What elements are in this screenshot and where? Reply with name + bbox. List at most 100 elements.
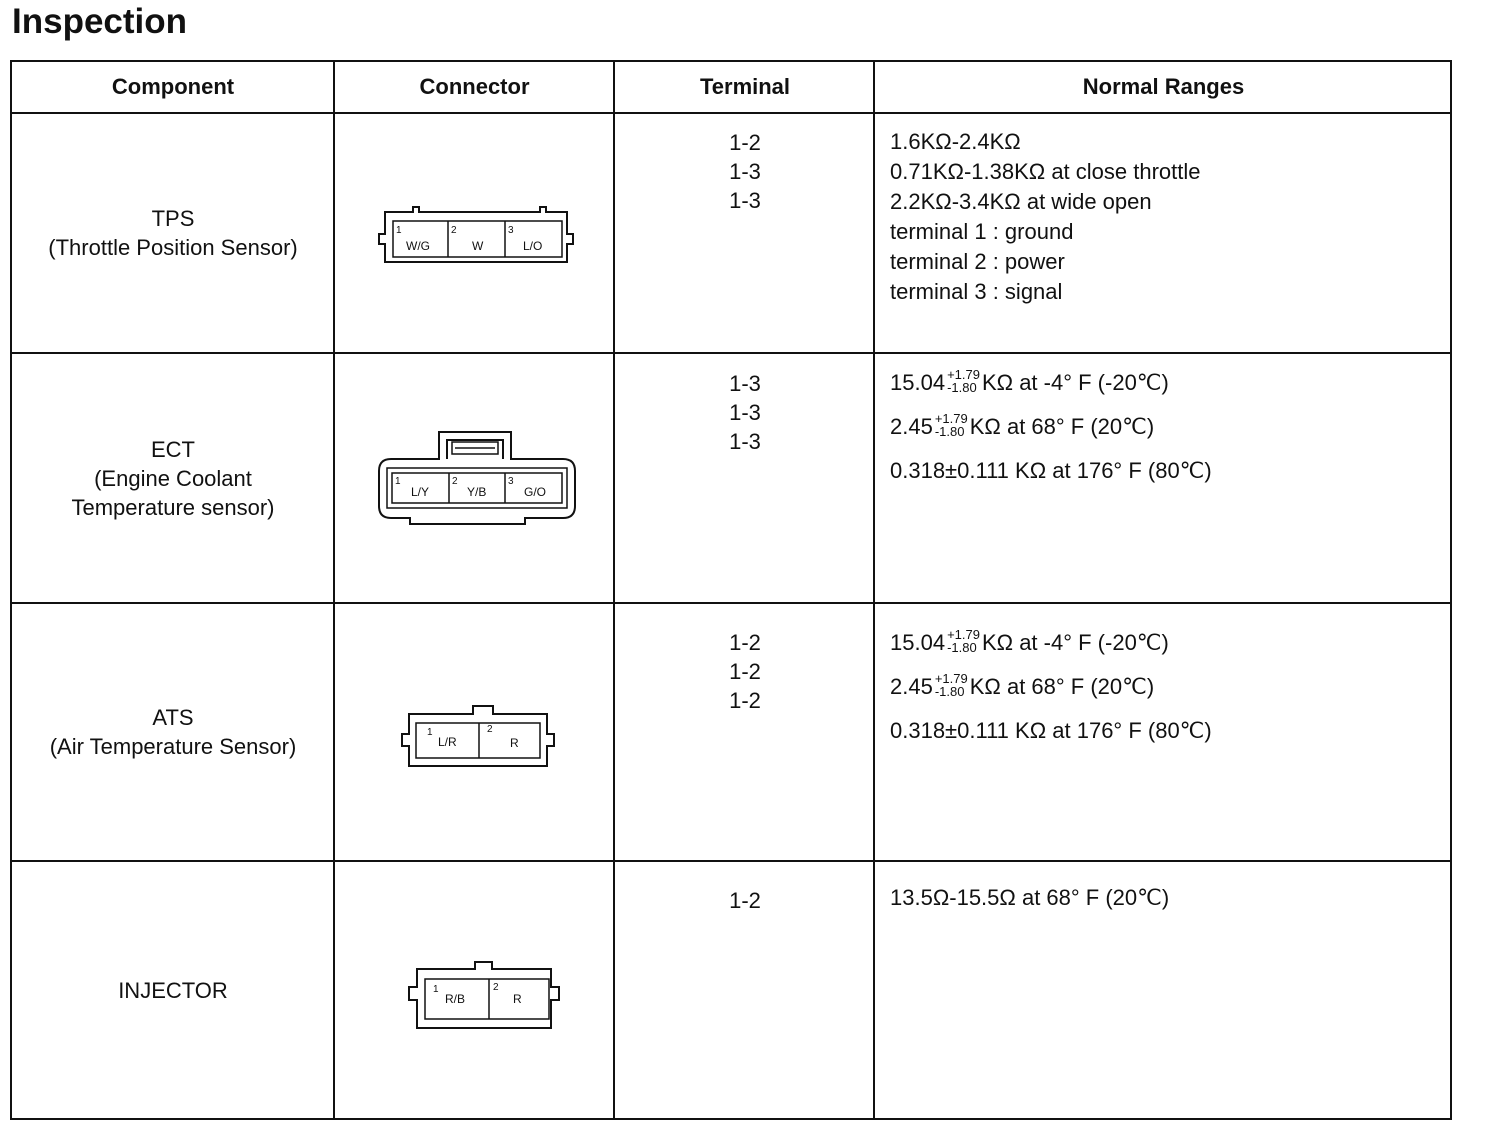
pin-number: 2 xyxy=(452,476,458,487)
terminal-pair: 1-2 xyxy=(729,659,761,684)
terminal-pair: 1-2 xyxy=(729,130,761,155)
tolerance-plus: +1.79 xyxy=(947,627,980,643)
terminals-tps: 1-2 1-3 1-3 xyxy=(615,128,875,215)
pin-wire-label: G/O xyxy=(524,485,546,499)
range-base: 2.45 xyxy=(890,674,933,699)
range-value: 13.5Ω-15.5Ω at 68° F (20℃) xyxy=(890,885,1170,910)
terminal-pair: 1-3 xyxy=(729,400,761,425)
range-condition: KΩ at 68° F (20℃) xyxy=(969,674,1155,699)
pin-wire-label: L/O xyxy=(523,239,542,253)
terminal-pair: 1-3 xyxy=(729,371,761,396)
pin-wire-label: Y/B xyxy=(467,485,486,499)
component-injector: INJECTOR xyxy=(12,862,334,1118)
component-tps: TPS (Throttle Position Sensor) xyxy=(12,114,334,352)
tolerance-minus: -1.80 xyxy=(947,380,977,396)
column-divider xyxy=(873,62,875,1118)
tps-connector-diagram: 1 W/G 2 W 3 L/O xyxy=(378,206,574,263)
component-name: INJECTOR xyxy=(118,977,228,1003)
component-description: (Throttle Position Sensor) xyxy=(48,235,298,260)
pin-number: 1 xyxy=(395,476,401,487)
pin-number: 2 xyxy=(487,724,493,735)
range-value: terminal 3 : signal xyxy=(890,279,1063,304)
ranges-injector: 13.5Ω-15.5Ω at 68° F (20℃) xyxy=(890,883,1450,913)
column-divider xyxy=(613,62,615,1118)
range-value: 0.318±0.111 KΩ at 176° F (80℃) xyxy=(890,718,1212,743)
component-description: Temperature sensor) xyxy=(71,494,275,520)
tolerance: +1.79-1.80 xyxy=(947,628,980,654)
connector-ats: 1 L/R 2 R xyxy=(335,604,614,860)
terminal-pair: 1-2 xyxy=(729,688,761,713)
ect-connector-diagram: 1 L/Y 2 Y/B 3 G/O xyxy=(378,431,576,525)
column-divider xyxy=(333,62,335,1118)
terminal-pair: 1-2 xyxy=(729,888,761,913)
tolerance-plus: +1.79 xyxy=(934,411,968,427)
pin-wire-label: W/G xyxy=(406,239,430,253)
component-ats: ATS (Air Temperature Sensor) xyxy=(12,604,334,860)
range-value: 2.2KΩ-3.4KΩ at wide open xyxy=(890,189,1152,214)
pin-number: 2 xyxy=(451,225,457,236)
pin-wire-label: R xyxy=(513,992,522,1006)
tolerance: +1.79-1.80 xyxy=(935,412,968,438)
range-value: terminal 1 : ground xyxy=(890,219,1074,244)
tolerance-minus: -1.80 xyxy=(947,640,977,656)
connector-tps: 1 W/G 2 W 3 L/O xyxy=(335,114,614,352)
terminals-ect: 1-3 1-3 1-3 xyxy=(615,369,875,456)
pin-number: 3 xyxy=(508,225,514,236)
range-base: 15.04 xyxy=(890,370,946,395)
range-value: 0.318±0.111 KΩ at 176° F (80℃) xyxy=(890,458,1212,483)
tolerance: +1.79-1.80 xyxy=(935,672,968,698)
component-description: (Air Temperature Sensor) xyxy=(49,734,297,759)
injector-connector-diagram: 1 R/B 2 R xyxy=(408,961,560,1029)
component-name: ECT xyxy=(151,436,195,462)
header-component: Component xyxy=(111,74,235,99)
tolerance-plus: +1.79 xyxy=(947,367,980,383)
header-terminal: Terminal xyxy=(699,74,791,99)
pin-wire-label: L/R xyxy=(438,735,457,749)
terminal-pair: 1-2 xyxy=(729,630,761,655)
row-divider xyxy=(12,112,1450,114)
component-description: (Engine Coolant xyxy=(94,465,252,491)
range-base: 15.04 xyxy=(890,630,946,655)
range-value: terminal 2 : power xyxy=(890,249,1065,274)
terminals-injector: 1-2 xyxy=(615,886,875,915)
range-condition: KΩ at -4° F (-20℃) xyxy=(981,630,1169,655)
range-condition: KΩ at 68° F (20℃) xyxy=(969,414,1155,439)
component-name: TPS xyxy=(151,206,195,231)
inspection-table: Component Connector Terminal Normal Rang… xyxy=(10,60,1452,1120)
range-base: 2.45 xyxy=(890,414,933,439)
pin-number: 3 xyxy=(508,476,514,487)
component-ect: ECT (Engine Coolant Temperature sensor) xyxy=(12,354,334,602)
terminals-ats: 1-2 1-2 1-2 xyxy=(615,628,875,715)
pin-wire-label: L/Y xyxy=(411,485,429,499)
row-divider xyxy=(12,352,1450,354)
pin-number: 2 xyxy=(493,982,499,993)
header-normal-ranges: Normal Ranges xyxy=(1082,74,1245,99)
pin-number: 1 xyxy=(427,727,433,738)
ats-connector-diagram: 1 L/R 2 R xyxy=(401,705,555,767)
page-title: Inspection xyxy=(12,2,188,41)
ranges-tps: 1.6KΩ-2.4KΩ 0.71KΩ-1.38KΩ at close throt… xyxy=(890,127,1450,307)
pin-number: 1 xyxy=(433,984,439,995)
row-divider xyxy=(12,860,1450,862)
range-value: 0.71KΩ-1.38KΩ at close throttle xyxy=(890,159,1201,184)
terminal-pair: 1-3 xyxy=(729,188,761,213)
terminal-pair: 1-3 xyxy=(729,159,761,184)
pin-wire-label: R xyxy=(510,736,519,750)
range-condition: KΩ at -4° F (-20℃) xyxy=(981,370,1169,395)
connector-ect: 1 L/Y 2 Y/B 3 G/O xyxy=(335,354,614,602)
pin-wire-label: W xyxy=(472,239,484,253)
terminal-pair: 1-3 xyxy=(729,429,761,454)
tolerance-minus: -1.80 xyxy=(934,684,965,700)
tolerance-minus: -1.80 xyxy=(934,424,965,440)
tolerance-plus: +1.79 xyxy=(934,671,968,687)
row-divider xyxy=(12,602,1450,604)
tolerance: +1.79-1.80 xyxy=(947,368,980,394)
range-value: 1.6KΩ-2.4KΩ xyxy=(890,129,1021,154)
pin-number: 1 xyxy=(396,225,402,236)
connector-injector: 1 R/B 2 R xyxy=(335,862,614,1118)
